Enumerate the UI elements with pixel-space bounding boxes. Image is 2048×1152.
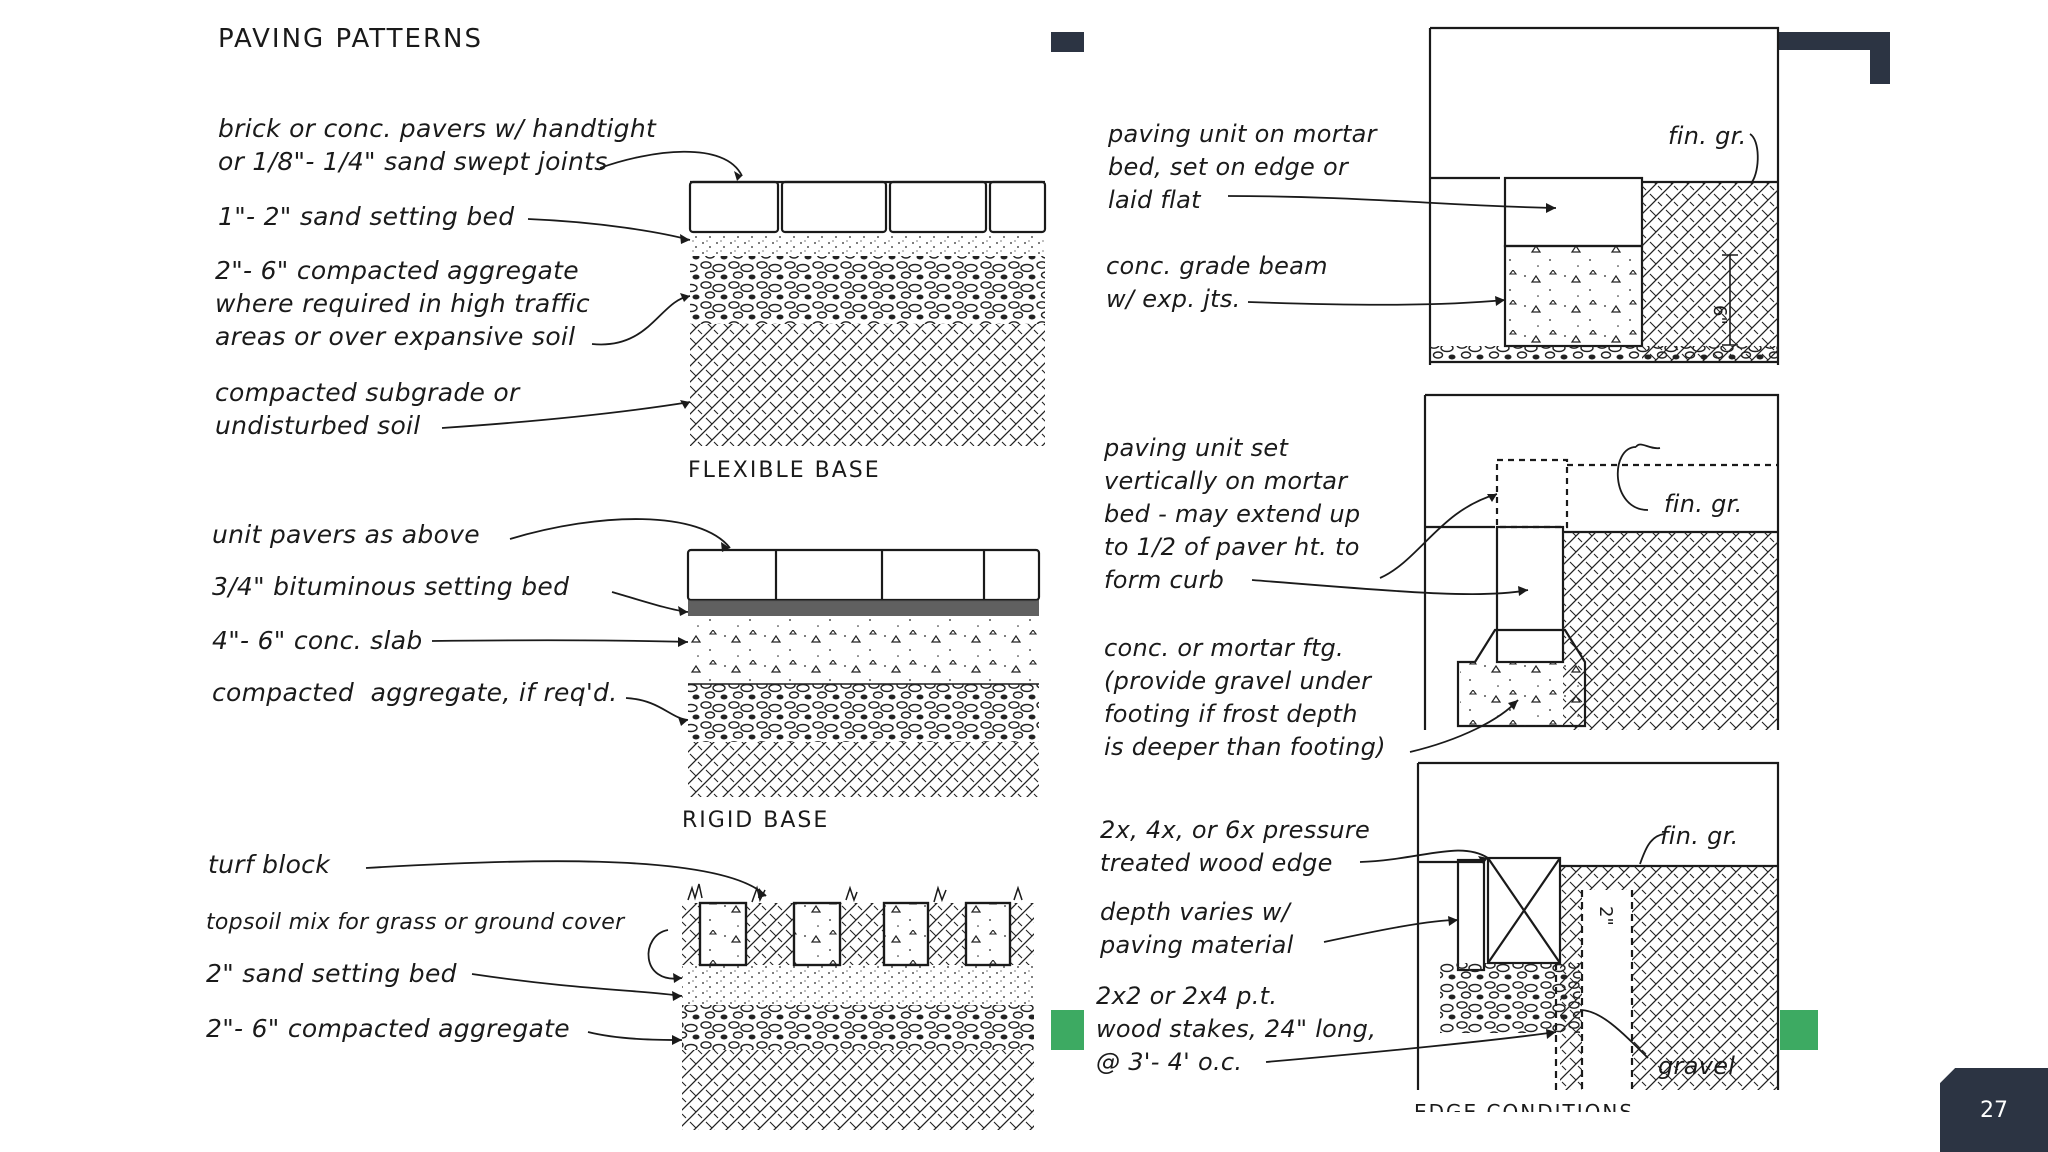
dimension-6-inch: 6" xyxy=(1709,305,1730,325)
rigid-label-pavers: unit pavers as above xyxy=(212,520,480,549)
edge3-label-fin-gr: fin. gr. xyxy=(1660,822,1739,850)
edge3-label-depth: depth varies w/ paving material xyxy=(1100,898,1294,959)
flexible-label-pavers: brick or conc. pavers w/ handtight or 1/… xyxy=(218,114,657,176)
dimension-2-inch: 2" xyxy=(1595,906,1616,926)
edge3-label-wood-edge: 2x, 4x, or 6x pressure treated wood edge xyxy=(1100,816,1371,877)
accent-square-green-right xyxy=(1780,1010,1818,1050)
edge-condition-3 xyxy=(1416,761,1780,1090)
rigid-base-section xyxy=(686,548,1041,797)
edge1-label-paving-unit: paving unit on mortar bed, set on edge o… xyxy=(1108,120,1377,214)
rigid-label-aggregate: compacted aggregate, if req'd. xyxy=(212,678,618,707)
edge-conditions-caption: EDGE CONDITIONS xyxy=(1414,1100,1635,1112)
page-number: 27 xyxy=(1980,1098,2008,1123)
page-title: PAVING PATTERNS xyxy=(218,24,483,54)
edge3-label-gravel: gravel xyxy=(1658,1052,1736,1080)
turf-label-block: turf block xyxy=(208,850,331,879)
turf-label-sand-bed: 2" sand setting bed xyxy=(206,959,457,988)
flexible-label-aggregate: 2"- 6" compacted aggregate where require… xyxy=(215,256,590,351)
turf-block-section xyxy=(682,883,1034,1130)
flexible-label-sand-bed: 1"- 2" sand setting bed xyxy=(218,202,515,231)
accent-bracket-top-right xyxy=(1778,32,1890,84)
edge3-label-stakes: 2x2 or 2x4 p.t. wood stakes, 24" long, @… xyxy=(1096,982,1377,1076)
flexible-label-subgrade: compacted subgrade or undisturbed soil xyxy=(215,378,520,440)
edge-condition-2 xyxy=(1423,393,1780,730)
leader-lines xyxy=(365,133,1759,1063)
accent-block-top-left xyxy=(1051,32,1084,52)
edge1-label-fin-gr: fin. gr. xyxy=(1668,122,1747,150)
edge1-label-grade-beam: conc. grade beam w/ exp. jts. xyxy=(1106,252,1328,313)
rigid-label-slab: 4"- 6" conc. slab xyxy=(212,626,423,655)
flexible-base-section xyxy=(688,180,1047,446)
turf-label-topsoil: topsoil mix for grass or ground cover xyxy=(206,910,625,935)
accent-square-green-left xyxy=(1051,1010,1084,1050)
flexible-base-caption: FLEXIBLE BASE xyxy=(688,458,881,483)
page-number-badge: 27 xyxy=(1940,1068,2048,1152)
edge-condition-1 xyxy=(1428,26,1780,365)
arrowheads xyxy=(672,171,1556,1045)
edge2-label-fin-gr: fin. gr. xyxy=(1664,490,1743,518)
edge2-label-footing: conc. or mortar ftg. (provide gravel und… xyxy=(1104,634,1386,761)
rigid-label-bituminous: 3/4" bituminous setting bed xyxy=(212,572,570,601)
turf-label-aggregate: 2"- 6" compacted aggregate xyxy=(206,1014,570,1043)
edge2-label-paving-unit: paving unit set vertically on mortar bed… xyxy=(1104,434,1361,594)
rigid-base-caption: RIGID BASE xyxy=(682,808,830,833)
